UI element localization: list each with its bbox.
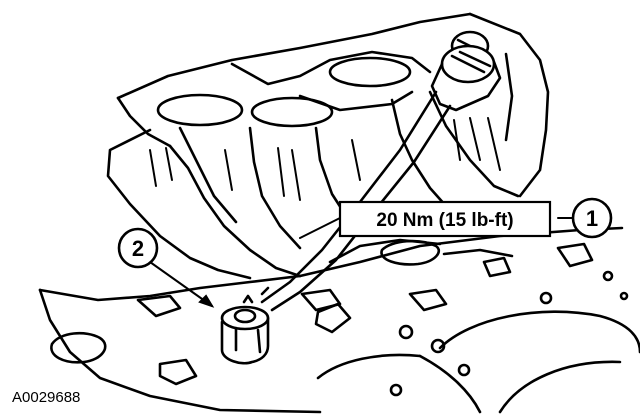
callout-1-number: 1 [586, 206, 598, 231]
leader-lines [149, 217, 593, 308]
figure-id: A0029688 [12, 389, 80, 406]
callout-2: 2 [117, 227, 159, 269]
callout-2-leader [149, 261, 213, 307]
torque-spec-box: 20 Nm (15 lb-ft) [338, 200, 552, 238]
engine-block-drawing [38, 12, 640, 414]
torque-label-leader [299, 217, 341, 239]
callout-2-number: 2 [132, 236, 144, 261]
knock-sensor-drawing [220, 286, 270, 365]
torque-spec-label: 20 Nm (15 lb-ft) [376, 210, 513, 231]
callout-1: 1 [571, 197, 613, 239]
